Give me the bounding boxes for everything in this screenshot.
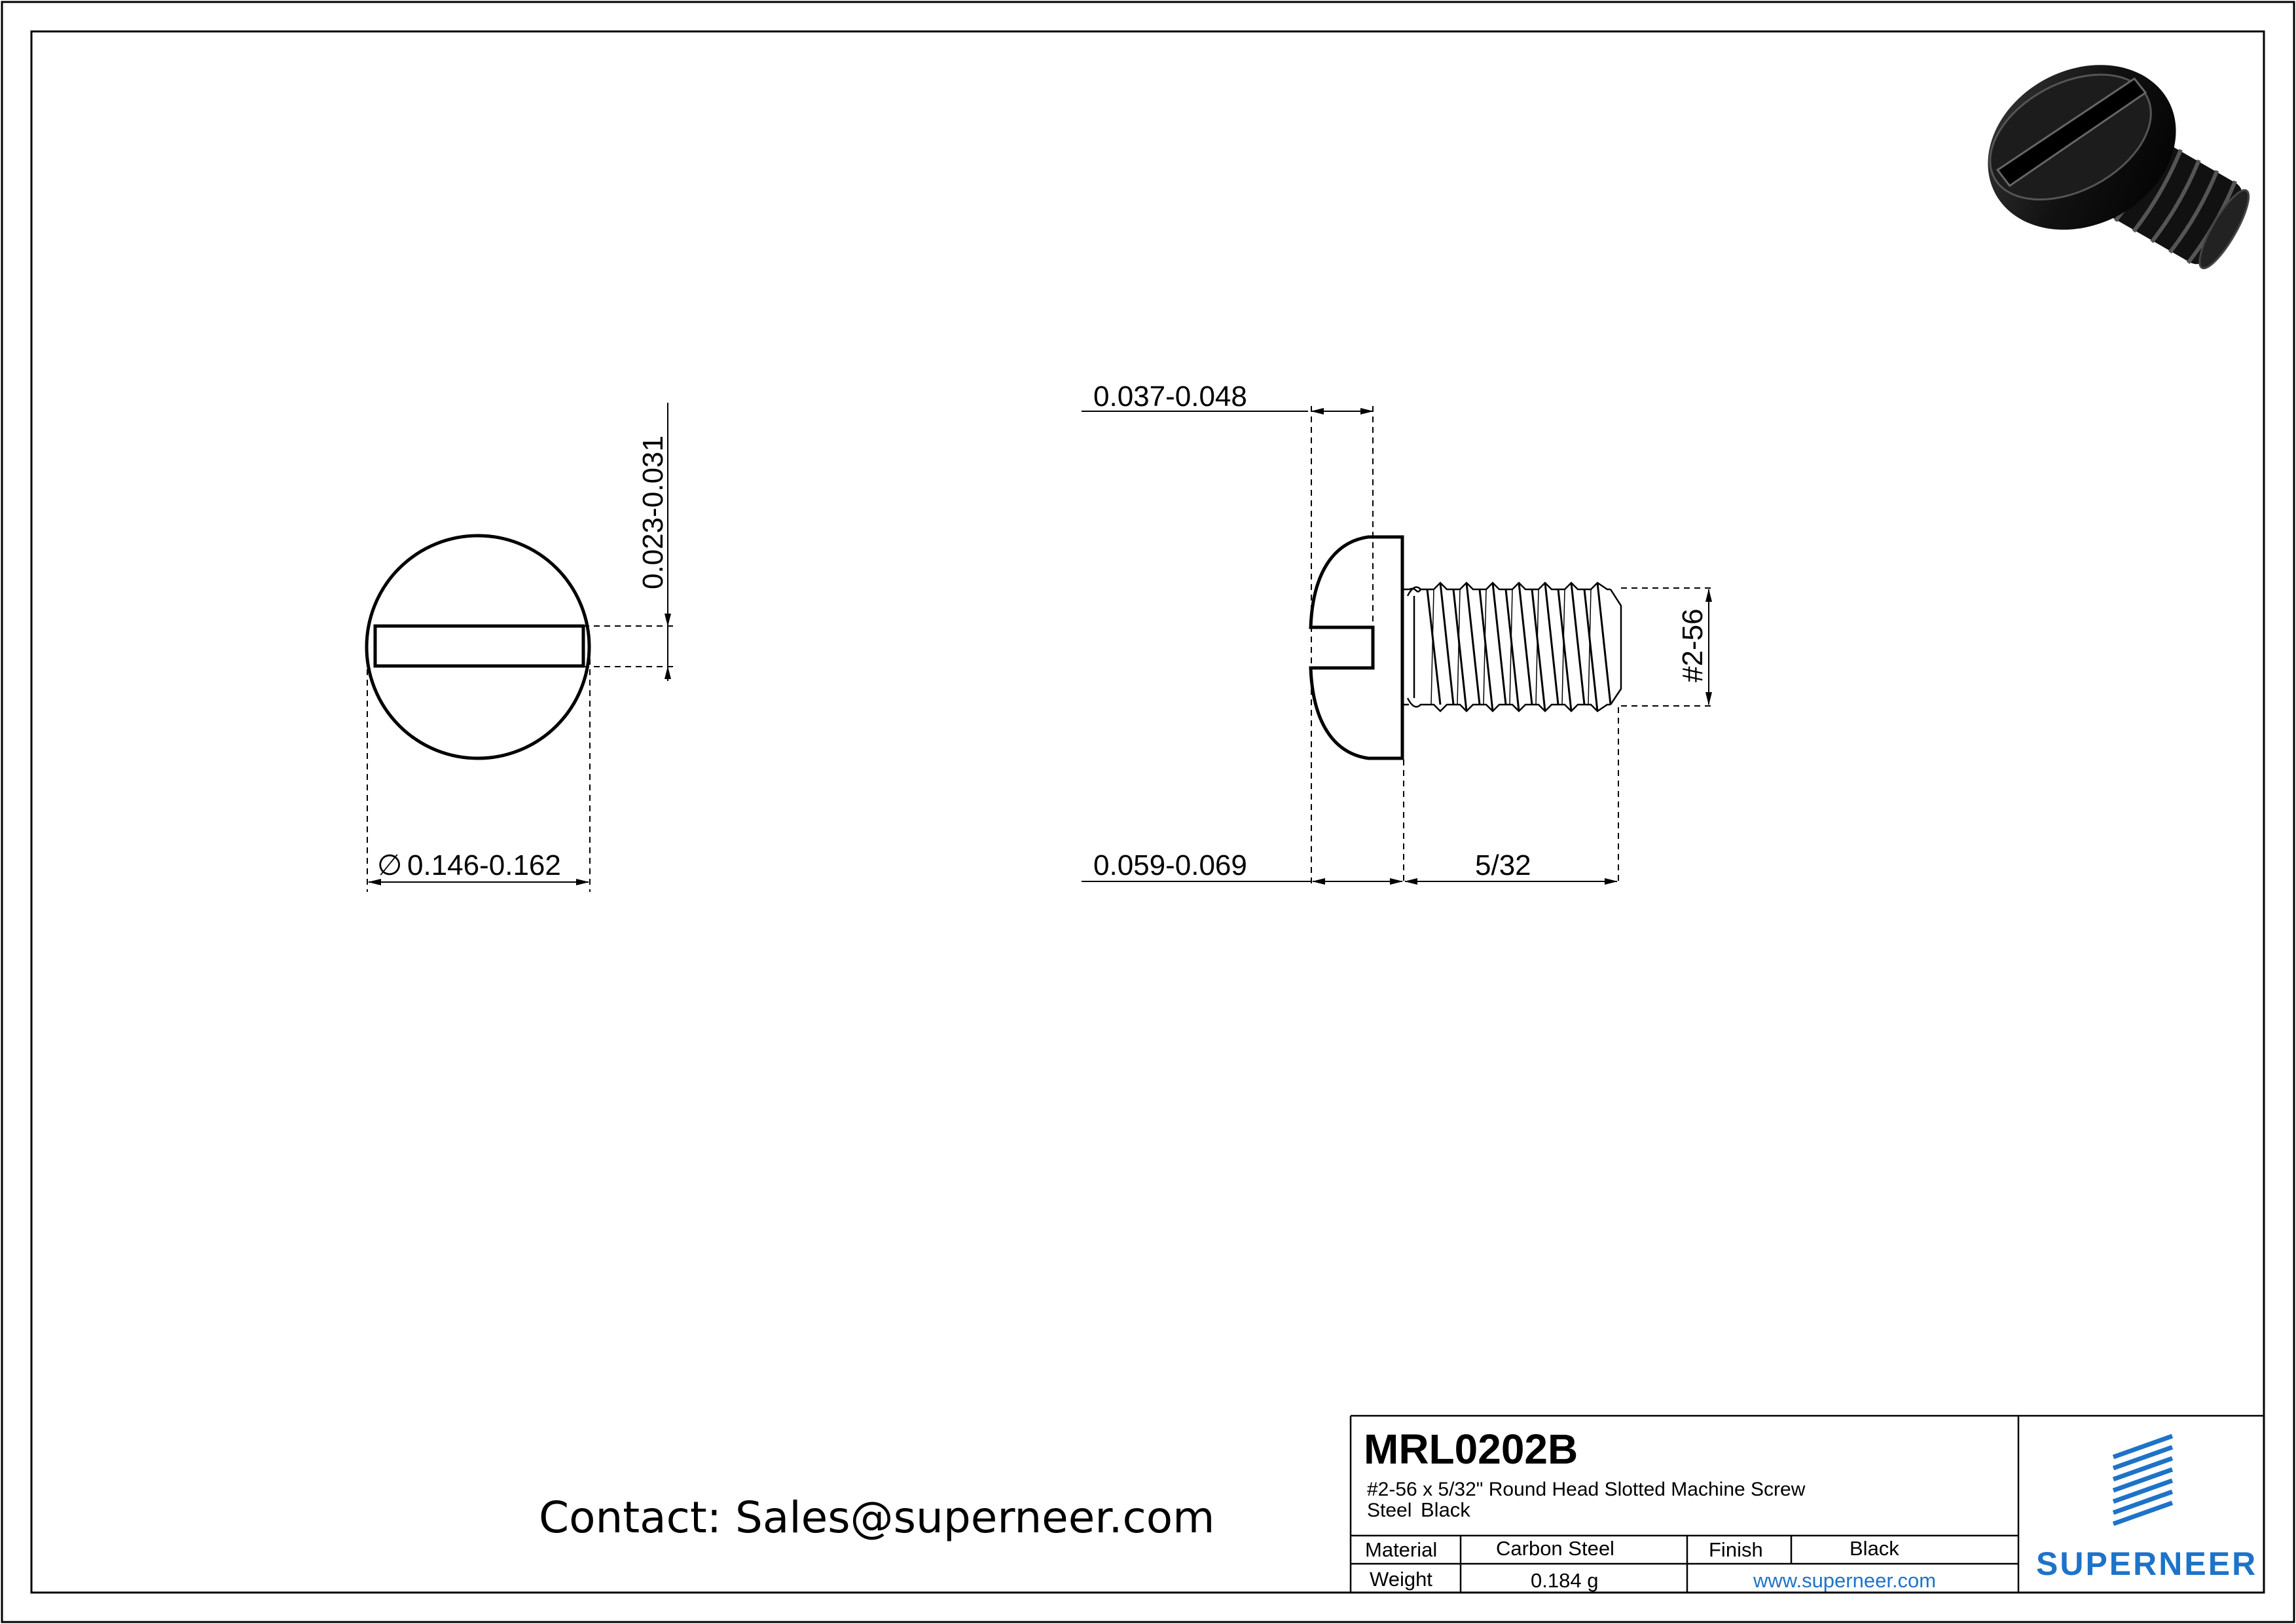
title-block: MRL0202B #2-56 x 5/32" Round Head Slotte… bbox=[1349, 1414, 2264, 1593]
website-link[interactable]: www.superneer.com bbox=[1753, 1569, 1936, 1592]
inner-frame bbox=[30, 30, 2265, 1594]
part-description: #2-56 x 5/32" Round Head Slotted Machine… bbox=[1367, 1479, 1806, 1500]
finish-label: Finish bbox=[1709, 1538, 1763, 1561]
dim-length: 5/32 bbox=[1475, 849, 1531, 881]
brand-name: SUPERNEER bbox=[2036, 1545, 2257, 1582]
finish-value: Black bbox=[1850, 1537, 1899, 1560]
slot bbox=[373, 624, 585, 668]
contact-email: Contact: Sales@superneer.com bbox=[539, 1492, 1214, 1543]
side-view: 0.037-0.048 0.059-0.069 5/32 #2-56 bbox=[1082, 380, 1715, 885]
isometric-screw-render bbox=[1988, 65, 2250, 270]
superneer-logo-icon bbox=[2112, 1433, 2174, 1526]
material-label: Material bbox=[1365, 1538, 1437, 1561]
dim-thread-size: #2-56 bbox=[1677, 608, 1709, 682]
diameter-symbol: ∅ bbox=[377, 849, 402, 881]
threaded-shank bbox=[1402, 581, 1622, 712]
part-number: MRL0202B bbox=[1364, 1426, 1578, 1473]
weight-value: 0.184 g bbox=[1531, 1569, 1598, 1592]
end-view: 0.023-0.031 ∅ 0.146-0.162 bbox=[365, 403, 674, 892]
head-profile bbox=[1309, 535, 1404, 760]
part-material-prefix: Steel bbox=[1367, 1500, 1412, 1521]
dim-slot-depth: 0.037-0.048 bbox=[1093, 380, 1247, 413]
material-value: Carbon Steel bbox=[1496, 1537, 1614, 1560]
dim-slot-width: 0.023-0.031 bbox=[637, 435, 669, 589]
dim-head-diameter: 0.146-0.162 bbox=[407, 849, 561, 881]
weight-label: Weight bbox=[1370, 1568, 1432, 1591]
part-finish-suffix: Black bbox=[1421, 1498, 1470, 1521]
dim-head-height: 0.059-0.069 bbox=[1093, 849, 1247, 881]
